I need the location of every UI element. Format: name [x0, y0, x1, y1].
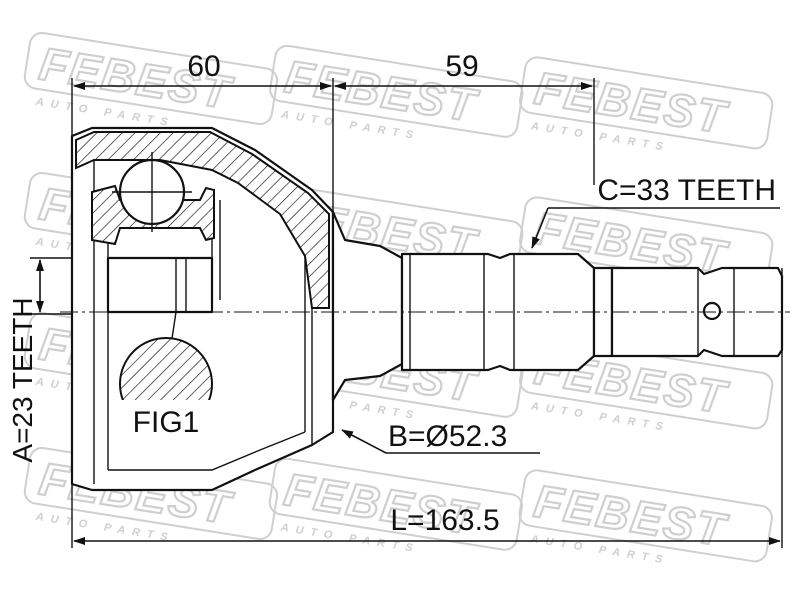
dim-label-outer-spline: C=33 TEETH: [597, 174, 776, 207]
dim-label-shaft: 59: [445, 50, 478, 83]
dim-label-housing: 60: [187, 50, 220, 83]
fig1-detail: FIG1: [119, 311, 213, 444]
dimension-labels: 60 59 C=33 TEETH B=Ø52.3 L=163.5 A=23 TE…: [7, 50, 776, 537]
housing-wall-section: [75, 131, 330, 309]
watermark-logo: FEBEST AUTO PARTS: [269, 44, 524, 142]
leader-diameter: [341, 429, 387, 454]
dimension-lines: [36, 82, 781, 545]
dim-label-diameter: B=Ø52.3: [388, 420, 507, 453]
retainer-hole: [702, 301, 722, 321]
detail-label: FIG1: [133, 406, 200, 439]
leader-outer-spline: [531, 207, 549, 249]
inner-race: [106, 256, 214, 314]
dim-label-total: L=163.5: [390, 504, 499, 537]
watermark-logo: FEBEST AUTO PARTS: [519, 56, 774, 154]
dim-label-inner-spline: A=23 TEETH: [7, 297, 38, 462]
watermark-logo: FEBEST AUTO PARTS: [518, 469, 773, 567]
leader-lines: [341, 207, 780, 454]
